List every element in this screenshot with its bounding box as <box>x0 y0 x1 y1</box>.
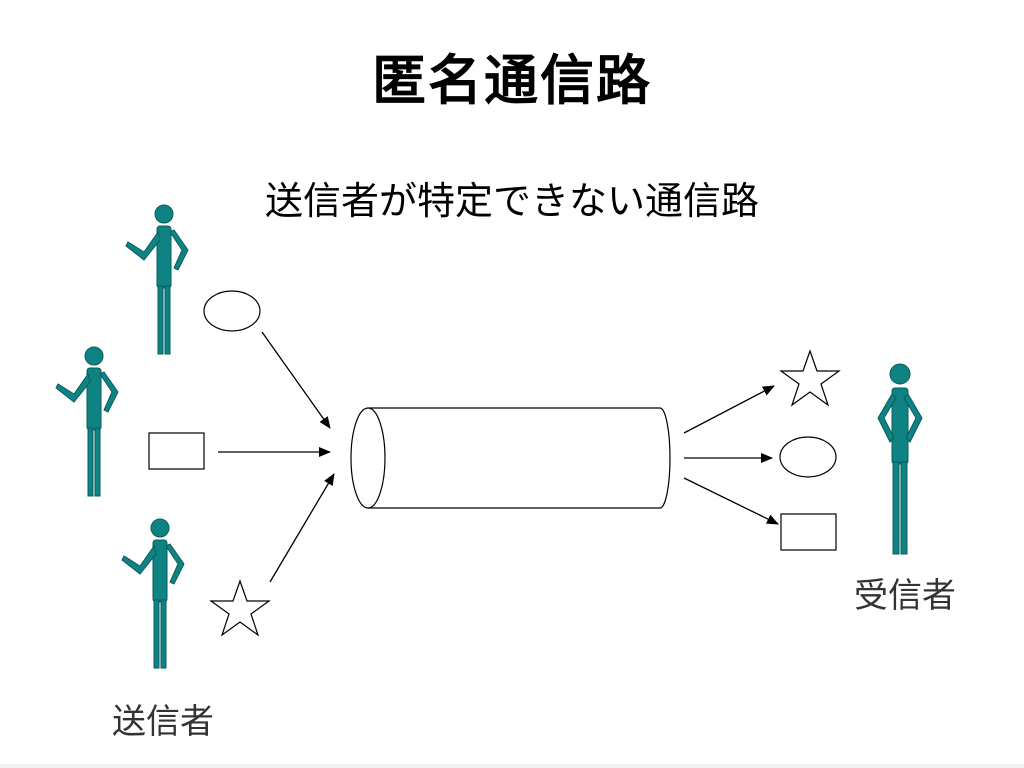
arrow-to-star <box>683 385 775 434</box>
arrow-from-ellipse <box>261 331 331 429</box>
incoming-star-message-icon <box>210 580 270 636</box>
slide-title: 匿名通信路 <box>372 49 652 112</box>
outgoing-ellipse-message-icon <box>779 436 837 478</box>
outgoing-star-message-icon <box>780 350 840 406</box>
outgoing-rectangle-message-icon <box>780 513 837 551</box>
incoming-rectangle-message-icon <box>148 432 205 470</box>
arrow-to-rectangle <box>683 477 779 525</box>
sender-person-top-icon <box>125 204 189 355</box>
sender-label: 送信者 <box>112 702 214 742</box>
slide-subtitle: 送信者が特定できない通信路 <box>264 179 759 223</box>
sender-person-middle-icon <box>55 346 119 497</box>
receiver-label: 受信者 <box>854 576 956 616</box>
arrow-from-star <box>269 473 335 583</box>
sender-person-bottom-icon <box>121 518 185 669</box>
receiver-person-icon <box>877 363 923 555</box>
incoming-ellipse-message-icon <box>203 290 261 332</box>
slide-bottom-divider <box>0 764 1024 768</box>
anonymous-channel-cylinder <box>350 407 671 509</box>
